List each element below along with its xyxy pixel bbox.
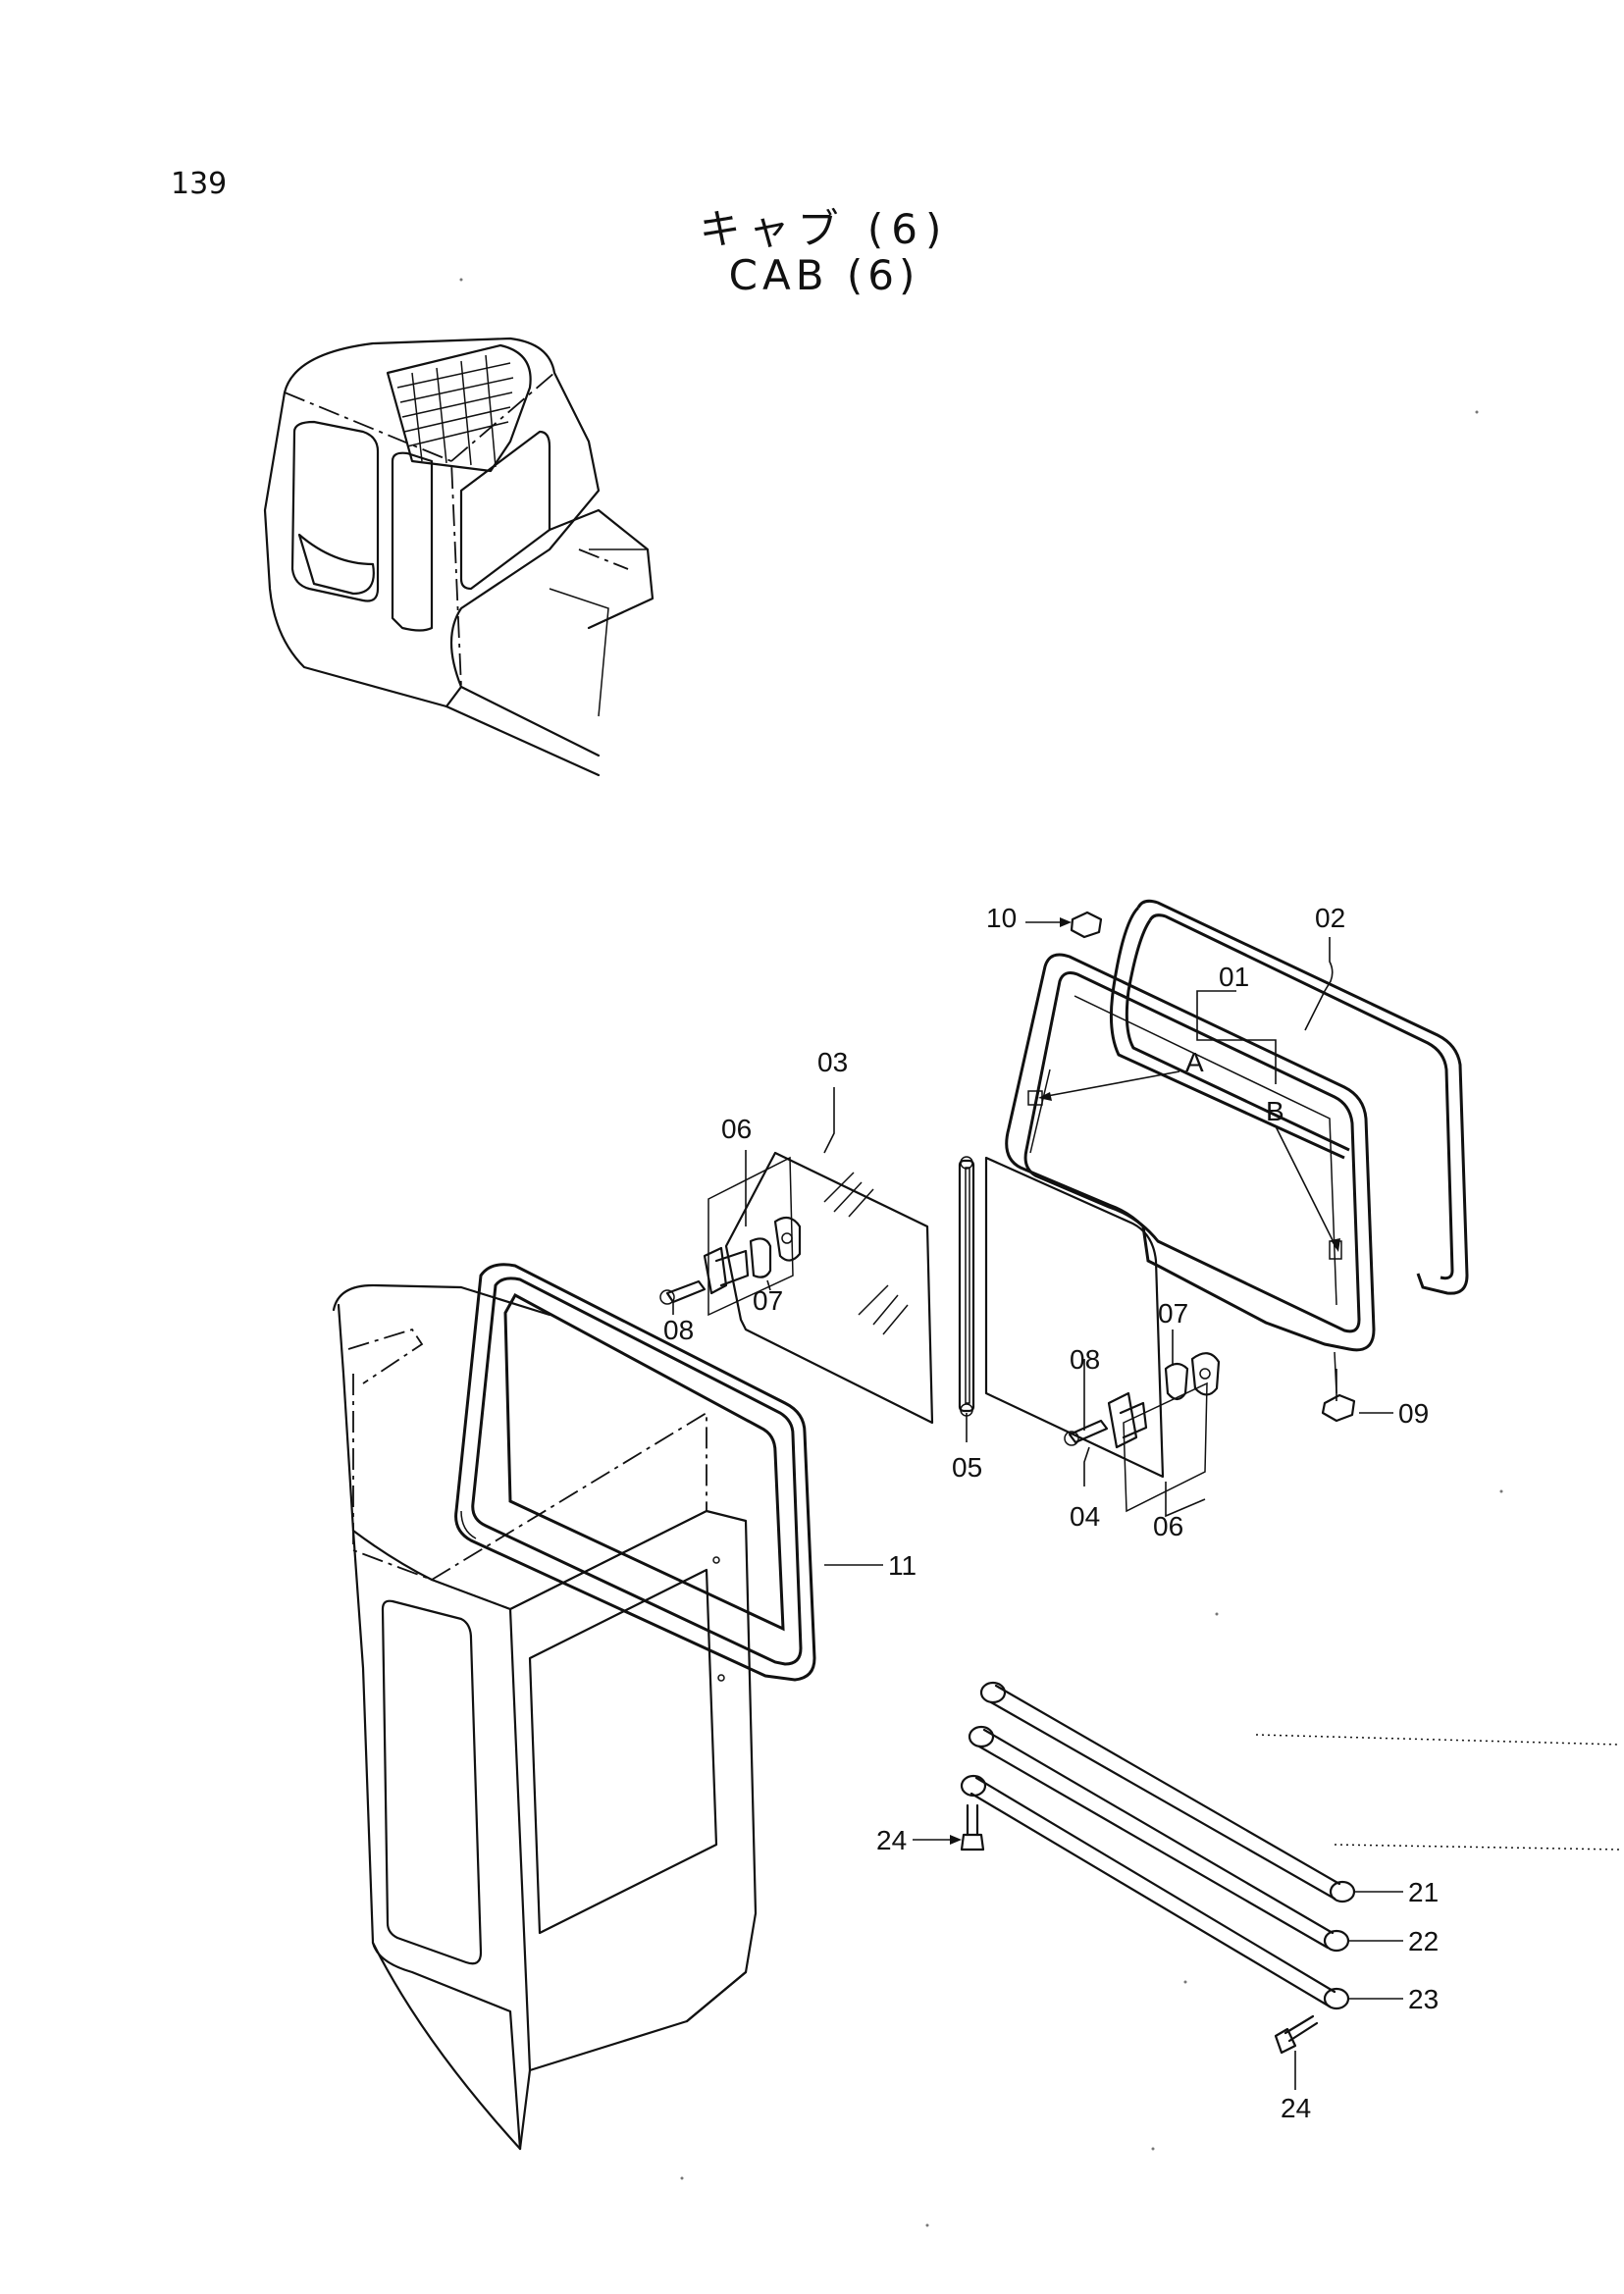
part-11-window-seal (454, 1263, 816, 1682)
cab-body-outline (332, 1283, 758, 2151)
callout-05: 05 (952, 1452, 982, 1483)
part-21-strap (979, 1681, 1356, 1903)
part-24-bolt-left (960, 1803, 985, 1851)
part-23-strap (960, 1774, 1350, 2010)
callout-06-right: 06 (1153, 1511, 1183, 1541)
callout-04: 04 (1070, 1501, 1100, 1532)
scan-specks (459, 278, 1620, 2227)
diagram-title-japanese: キャブ (6) (699, 205, 950, 253)
callout-labels: 10 02 01 A B 03 06 07 08 05 08 07 04 06 … (663, 903, 1439, 2123)
callout-10: 10 (986, 903, 1017, 933)
latch-assembly-right (1064, 1352, 1221, 1513)
callout-point-b: B (1266, 1096, 1284, 1126)
callout-11: 11 (888, 1550, 917, 1581)
callout-23: 23 (1408, 1984, 1439, 2014)
callout-22: 22 (1408, 1926, 1439, 1956)
diagram-title-english: CAB (6) (728, 251, 920, 299)
callout-09: 09 (1398, 1398, 1429, 1429)
latch-assembly-left (659, 1156, 802, 1317)
callout-02: 02 (1315, 903, 1345, 933)
part-05-guide-rail (958, 1156, 975, 1417)
part-03-sliding-glass (724, 1151, 934, 1425)
callout-point-a: A (1185, 1047, 1204, 1077)
callout-06-left: 06 (721, 1114, 752, 1144)
page-number: 139 (171, 167, 228, 201)
part-10-stopper (1070, 911, 1103, 939)
cab-overview-sketch (263, 337, 655, 777)
part-04-fixed-glass (984, 1156, 1165, 1479)
leader-lines (672, 917, 1403, 2090)
part-22-strap (968, 1725, 1350, 1953)
callout-08-left: 08 (663, 1315, 694, 1345)
part-01-sash-frame (1005, 953, 1376, 1352)
part-02-outer-seal (1109, 899, 1469, 1295)
part-24-bolt-right (1274, 2014, 1319, 2055)
part-09-stopper (1321, 1351, 1356, 1423)
callout-01: 01 (1219, 962, 1249, 992)
callout-03: 03 (817, 1047, 848, 1077)
callout-21: 21 (1408, 1877, 1439, 1907)
callout-24-right: 24 (1281, 2093, 1311, 2123)
callout-07-left: 07 (753, 1285, 783, 1316)
callout-24-left: 24 (876, 1825, 907, 1855)
callout-07-right: 07 (1158, 1298, 1188, 1329)
callout-08-right: 08 (1070, 1344, 1100, 1375)
